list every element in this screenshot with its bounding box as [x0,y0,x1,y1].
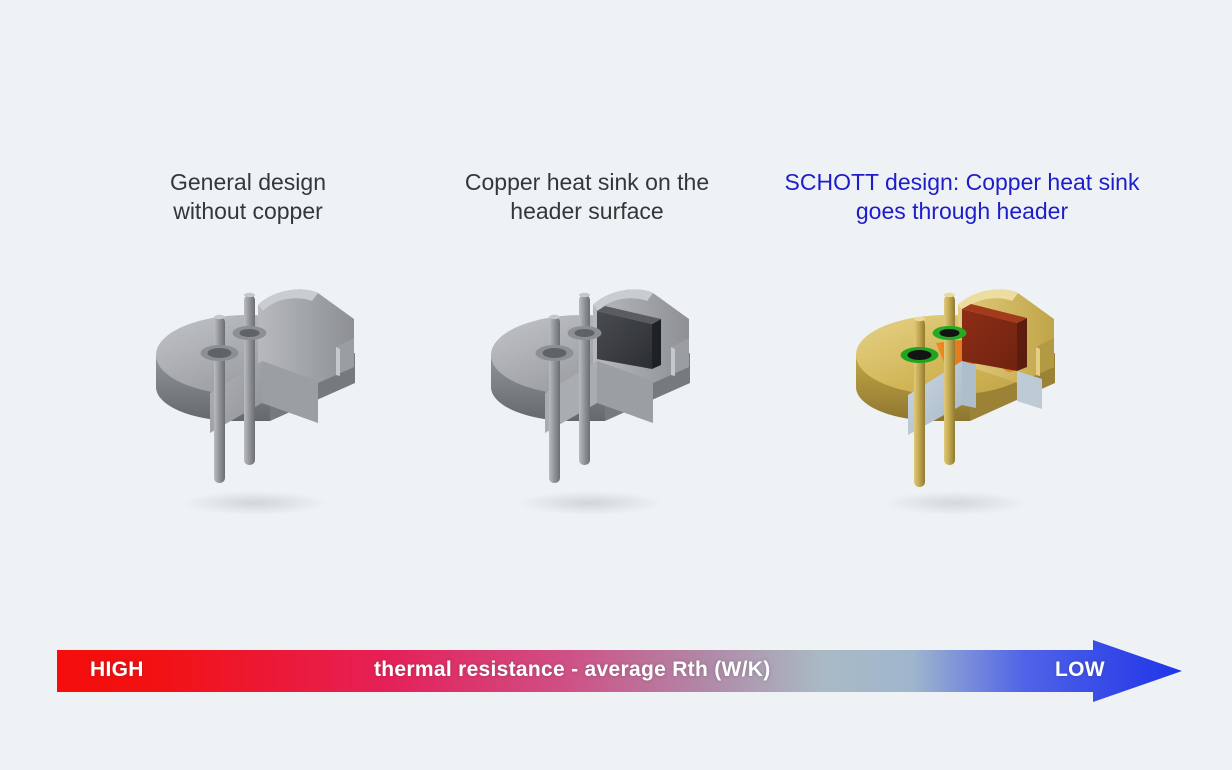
copper-heat-sink [962,309,1017,371]
column-title-copper-on-surface: Copper heat sink on the header surface [464,169,710,224]
scalebar-label-high: HIGH [90,658,144,681]
cut-plane-right [1017,371,1042,409]
thermal-resistance-scalebar [57,640,1182,702]
figure-copper-on-surface [485,275,715,520]
scalebar-label-metric: thermal resistance - average Rth (W/K) [374,658,771,681]
figure-general-design [150,275,380,520]
scalebar-arrow-shape [57,640,1182,702]
column-title-schott-design: SCHOTT design: Copper heat sink goes thr… [784,169,1140,224]
scalebar-label-low: LOW [1055,658,1105,681]
figure-schott-design [850,275,1080,520]
column-title-general-design: General design without copper [170,169,326,224]
heat-sink-block [597,311,652,369]
